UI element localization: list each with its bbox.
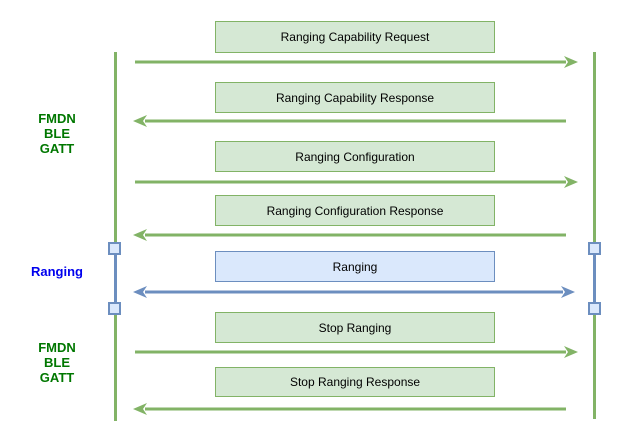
- ranging-activation-right: [593, 248, 596, 309]
- phase-label-line: GATT: [39, 141, 75, 156]
- lifeline-right: [593, 52, 596, 419]
- message-box-stop-ranging-response: Stop Ranging Response: [215, 367, 495, 397]
- phase-label-line: FMDN: [38, 111, 76, 126]
- message-label: Ranging Configuration Response: [266, 203, 444, 218]
- message-box-ranging-configuration: Ranging Configuration: [215, 141, 495, 172]
- message-label: Stop Ranging Response: [289, 375, 421, 389]
- message-box-stop-ranging: Stop Ranging: [215, 312, 495, 343]
- message-label: Stop Ranging: [318, 320, 392, 335]
- arrow-right-ranging-configuration: [135, 176, 578, 188]
- message-label: Ranging: [332, 259, 378, 274]
- message-label: Ranging Capability Response: [275, 90, 435, 105]
- phase-label-line: Ranging: [31, 264, 83, 279]
- phase-label-line: FMDN: [38, 340, 76, 355]
- phase-label-ranging: Ranging: [7, 264, 107, 279]
- message-label: Ranging Capability Request: [280, 30, 430, 44]
- activation-handle-bottom-right: [588, 302, 601, 315]
- phase-label-line: GATT: [39, 370, 75, 385]
- arrow-bidirectional-ranging: [133, 286, 575, 298]
- arrow-left-ranging-capability-response: [133, 115, 566, 127]
- phase-label-line: BLE: [44, 126, 70, 141]
- message-box-ranging-capability-request: Ranging Capability Request: [215, 21, 495, 53]
- arrow-left-stop-ranging-response: [133, 403, 566, 415]
- activation-handle-top-left: [108, 242, 121, 255]
- message-box-ranging: Ranging: [215, 251, 495, 282]
- phase-label-fmdn-ble-gatt-top: FMDN BLE GATT: [7, 111, 107, 156]
- arrow-left-ranging-configuration-response: [133, 229, 566, 241]
- message-box-ranging-capability-response: Ranging Capability Response: [215, 82, 495, 113]
- phase-label-fmdn-ble-gatt-bottom: FMDN BLE GATT: [7, 340, 107, 385]
- phase-label-line: BLE: [44, 355, 70, 370]
- message-box-ranging-configuration-response: Ranging Configuration Response: [215, 195, 495, 226]
- activation-handle-top-right: [588, 242, 601, 255]
- arrow-right-stop-ranging: [135, 346, 578, 358]
- ranging-activation-left: [114, 248, 117, 309]
- arrow-right-ranging-capability-request: [135, 56, 578, 68]
- message-label: Ranging Configuration: [295, 149, 415, 164]
- activation-handle-bottom-left: [108, 302, 121, 315]
- lifeline-left: [114, 52, 117, 421]
